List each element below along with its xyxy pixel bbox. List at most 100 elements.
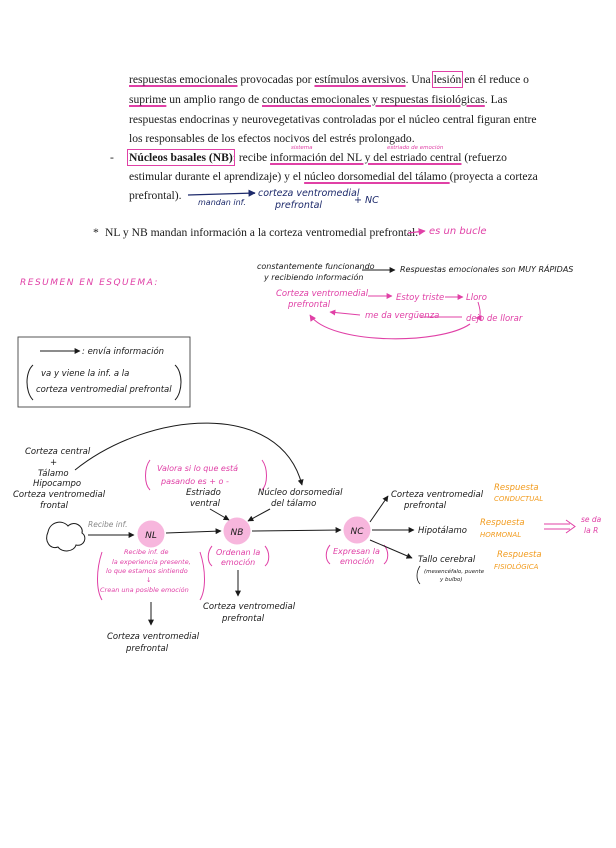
diag-left-2: Tálamo [38,469,69,479]
diag-nl-note-5: Crean una posible emoción [100,586,189,594]
paren [325,544,331,565]
diag-nl-out-1: Corteza ventromedial [107,632,200,642]
paren [97,551,103,601]
diag-left-5: frontal [40,501,69,511]
arrow-pink [407,228,426,236]
text-span: (proyecta a corteza [449,170,538,183]
diag-resp-cond-2: CONDUCTUAL [494,495,543,503]
arrow-nb-nc [251,527,342,534]
paragraph-line-5: Núcleos basales (NB): recibe información… [127,149,507,166]
diag-ordenan-2: emoción [221,557,255,567]
diag-left-1: Corteza central [25,447,91,457]
diag-nl-note-1: Recibe inf. de [124,548,168,556]
paragraph-line-1: respuestas emocionales provocadas por es… [129,71,529,88]
text-span: estimular durante el aprendizaje) y el [129,170,305,183]
diag-nucleo-1: Núcleo dorsomedial [258,488,343,498]
text-span: información del NL y del estriado centra… [270,151,462,164]
text-span: estímulos aversivos [314,73,406,86]
node-nl [137,520,165,548]
diag-nl-note-4: ↓ [146,576,151,584]
text-span: un amplio rango de [166,93,262,106]
arrow-nl-nb [165,528,222,535]
diag-nc-out1-1: Corteza ventromedial [391,490,484,500]
diag-nc-out3-sub1: (mesencéfalo, puente [424,568,485,575]
paren [145,459,151,491]
paren [261,459,267,491]
bullet-dash: - [110,151,114,164]
arrow [247,508,271,522]
diag-resp-horm-2: HORMONAL [480,531,521,539]
paragraph-line-6: estimular durante el aprendizaje) y el n… [129,170,538,183]
diag-nc-out3-sub2: y bulbo) [439,577,463,583]
legend-paren-right [174,364,182,401]
text-span: conductas emocionales y respuestas fisio… [262,93,485,106]
diag-nl-out-2: prefrontal [125,644,169,654]
note-corteza-vmpf-1: corteza ventromedial [258,188,360,199]
diag-resp-horm-1: Respuesta [480,518,525,528]
note-sistema: sistema [291,145,313,151]
diag-valora-2: pasando es + o - [160,477,229,486]
text-span: en él reduce o [461,73,529,86]
diag-resp-fis-1: Respuesta [497,550,542,560]
legend-box [17,336,191,408]
double-arrow-head [565,519,576,534]
resumen-const-2: y recibiendo información [263,272,364,282]
diag-nc-out1-2: prefrontal [403,501,447,511]
bullet-star: * [93,226,99,239]
text-span: lesión [431,71,464,88]
note-plus-nc: + NC [354,195,379,206]
arrow [369,539,413,559]
legend-line-2: va y viene la inf. a la [41,369,129,379]
arrow-navy [187,189,256,197]
resumen-me-da-verguenza: me da vergüenza [365,311,439,321]
note-corteza-vmpf-2: prefrontal [274,200,322,211]
node-nl-label: NL [145,531,157,541]
paren [207,545,213,567]
diag-resp-fis-2: FISIOLÓGICA [494,562,539,571]
diag-valora-1: Valora si lo que está [157,464,238,473]
node-nb-label: NB [231,528,244,538]
legend-paren-left [26,364,34,401]
diag-nc-out3: Tallo cerebral [418,555,476,565]
brain-icon [46,521,86,552]
text-span: Núcleos basales (NB) [127,149,235,166]
text-span: (refuerzo [461,151,507,164]
diag-resp-cond-1: Respuesta [494,483,539,493]
diag-left-3: Hipocampo [33,479,81,489]
resumen-estoy-triste: Estoy triste [396,293,444,303]
note-mandan-inf: mandan inf. [198,198,246,207]
diag-nl-note-2: la experiencia presente, [112,558,191,566]
paragraph-line-4: los responsables de los efectos nocivos … [129,132,415,145]
diag-nb-out-1: Corteza ventromedial [203,602,296,612]
legend-arrow-label: : envía información [82,346,164,357]
resumen-dejo-de-llorar: dejo de llorar [466,314,523,324]
text-span: . Una [405,73,434,86]
diag-left-plus: + [50,458,57,468]
diag-se-da-1: se da [581,515,602,524]
text-span: suprime [129,93,167,106]
diag-estriado-2: ventral [190,499,221,509]
resumen-title: RESUMEN EN ESQUEMA: [20,278,159,288]
text-span: provocadas por [237,73,315,86]
paren [199,551,205,601]
paragraph-line-8: NL y NB mandan información a la corteza … [105,226,419,239]
resumen-lloro: Lloro [466,293,487,303]
text-span: respuestas emocionales [129,73,238,86]
diag-expresan-1: Expresan la [333,547,380,556]
paren [264,545,270,567]
paragraph-line-2: suprime un amplio rango de conductas emo… [129,93,507,106]
legend-line-3: corteza ventromedial prefrontal [36,385,172,395]
diag-nl-note-3: lo que estamos sintiendo [106,567,188,575]
paragraph-line-7: prefrontal). [129,189,182,202]
diag-nc-out2: Hipotálamo [418,526,467,536]
paragraph-line-3: respuestas endocrinas y neurovegetativas… [129,113,537,126]
arrow [329,309,361,316]
diag-recibe-inf: Recibe inf. [88,520,128,529]
diag-estriado-1: Estriado [186,488,221,498]
diag-left-4: Corteza ventromedial [13,490,106,500]
note-es-un-bucle: es un bucle [429,226,487,237]
resumen-resp-rapidas: Respuestas emocionales son MUY RÁPIDAS [400,263,573,274]
diag-ordenan-1: Ordenan la [216,548,260,557]
